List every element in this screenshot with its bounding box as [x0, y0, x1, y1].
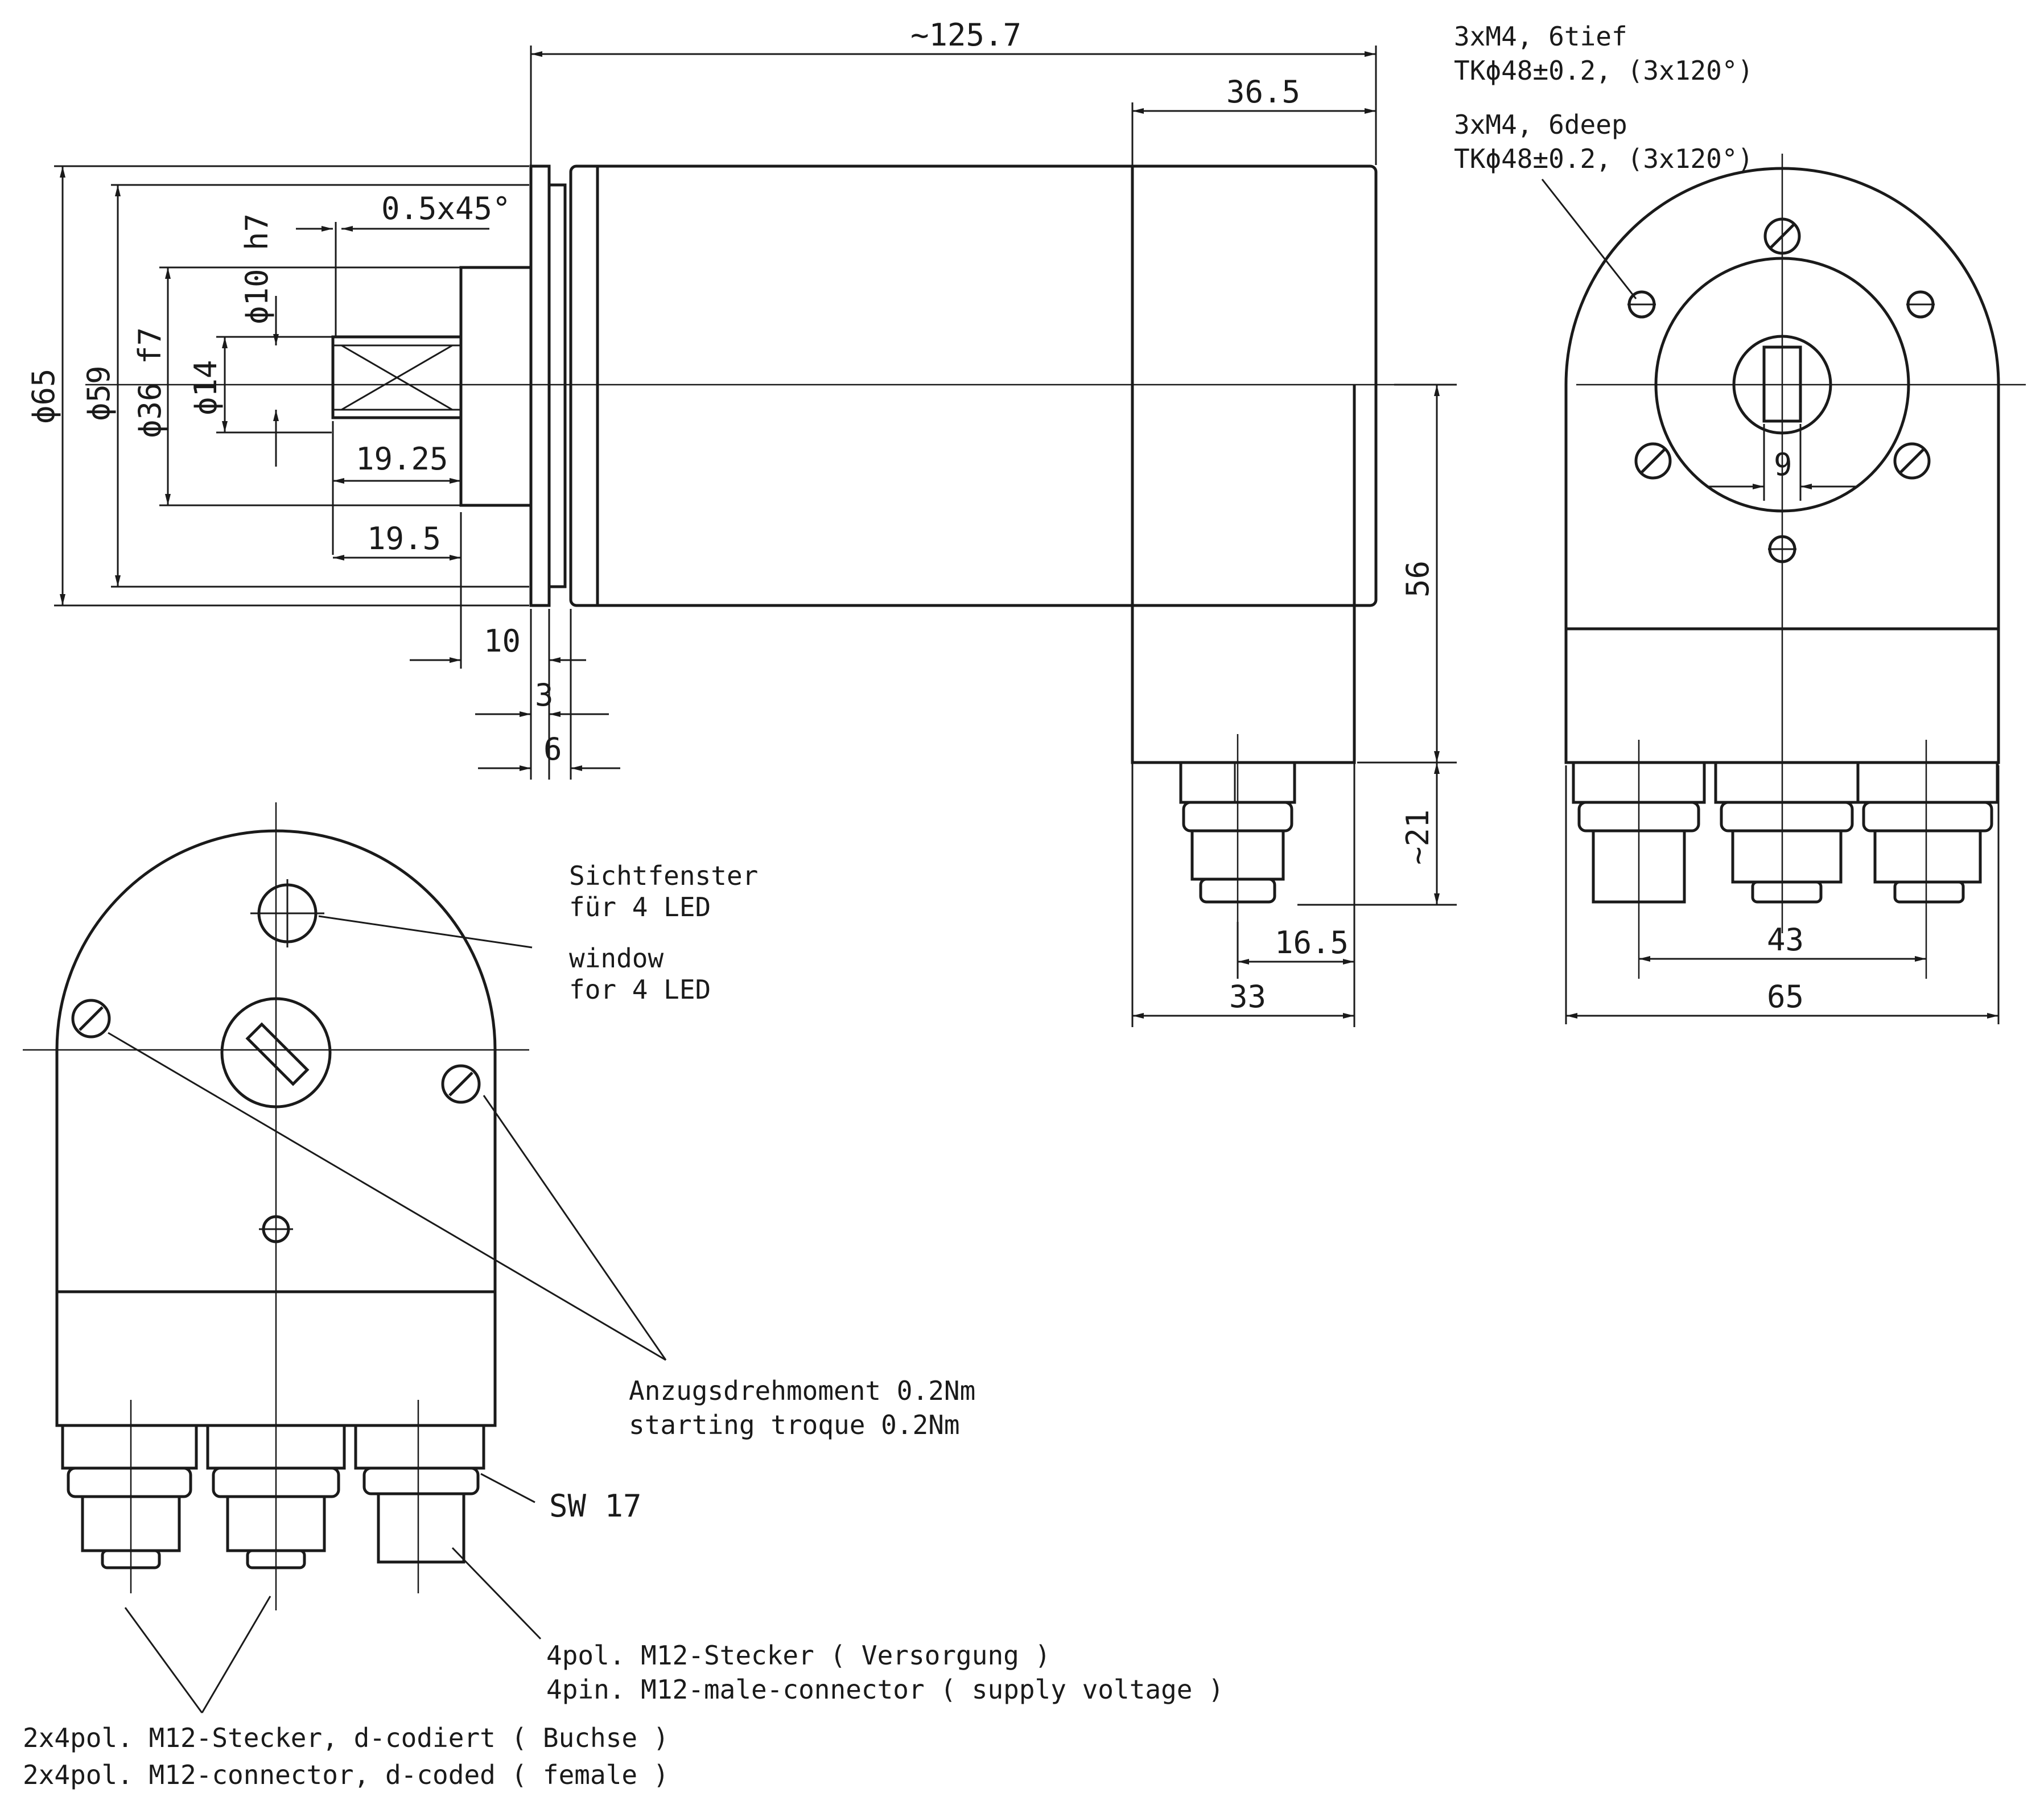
dim-chamfer: 0.5x45° [381, 191, 511, 226]
dim-56: 56 [1400, 561, 1436, 597]
dim-d14: ϕ14 [188, 360, 224, 415]
labels: ~125.7 36.5 0.5x45° 19.25 19.5 10 3 6 16… [23, 17, 1804, 1790]
dim-65-width: 65 [1767, 979, 1804, 1015]
led-de-line2: für 4 LED [569, 892, 711, 922]
dim-d59: ϕ59 [81, 365, 117, 421]
holes-en-line2: TKϕ48±0.2, (3x120°) [1454, 143, 1753, 174]
dim-21: ~21 [1400, 809, 1436, 865]
dim-d36: ϕ36 f7 [132, 327, 168, 438]
dim-overall-length: ~125.7 [910, 17, 1021, 53]
front-view-dimensions [1541, 179, 2000, 1024]
wrench-size: SW 17 [549, 1488, 642, 1524]
back-view [23, 802, 529, 1610]
dim-d10: ϕ10 h7 [239, 213, 275, 324]
torque-de: Anzugsdrehmoment 0.2Nm [629, 1375, 975, 1406]
female-connector-en: 2x4pol. M12-connector, d-coded ( female … [23, 1759, 669, 1790]
led-en-line1: window [569, 943, 664, 974]
dim-d65: ϕ65 [26, 368, 61, 424]
torque-en: starting troque 0.2Nm [629, 1410, 960, 1440]
back-view-leaders [108, 915, 667, 1713]
dim-16-5: 16.5 [1275, 925, 1349, 961]
dim-33: 33 [1229, 979, 1266, 1015]
dim-6: 6 [543, 731, 562, 767]
side-view [85, 164, 1406, 922]
holes-de-line1: 3xM4, 6tief [1454, 21, 1627, 52]
front-view [1564, 154, 2026, 979]
dim-3: 3 [535, 677, 554, 713]
dim-19-5: 19.5 [367, 521, 441, 557]
holes-de-line2: TKϕ48±0.2, (3x120°) [1454, 55, 1753, 86]
male-connector-de: 4pol. M12-Stecker ( Versorgung ) [546, 1640, 1050, 1671]
dim-19-25: 19.25 [356, 441, 448, 477]
led-de-line1: Sichtfenster [569, 860, 758, 891]
side-view-dimensions [54, 46, 1457, 1027]
dim-43: 43 [1767, 922, 1804, 958]
led-en-line2: for 4 LED [569, 974, 711, 1005]
male-connector-en: 4pin. M12-male-connector ( supply voltag… [546, 1674, 1224, 1705]
holes-en-line1: 3xM4, 6deep [1454, 109, 1627, 140]
female-connector-de: 2x4pol. M12-Stecker, d-codiert ( Buchse … [23, 1723, 669, 1753]
dim-9: 9 [1774, 447, 1792, 483]
dim-rear-length: 36.5 [1226, 74, 1300, 110]
dim-10: 10 [484, 623, 521, 659]
